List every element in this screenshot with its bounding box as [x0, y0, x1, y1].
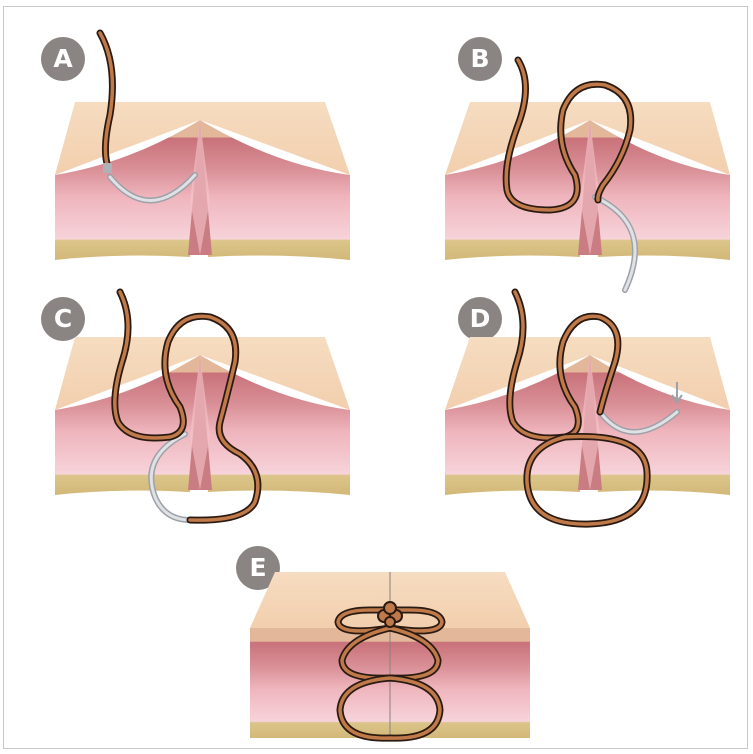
panel-c-wound-diagram: [40, 282, 370, 542]
panel-a-wound-diagram: [40, 25, 370, 275]
panel-e-closed-wound-diagram: [230, 560, 550, 750]
panel-b-wound-diagram: [415, 25, 745, 305]
panel-d-wound-diagram: [415, 282, 745, 542]
